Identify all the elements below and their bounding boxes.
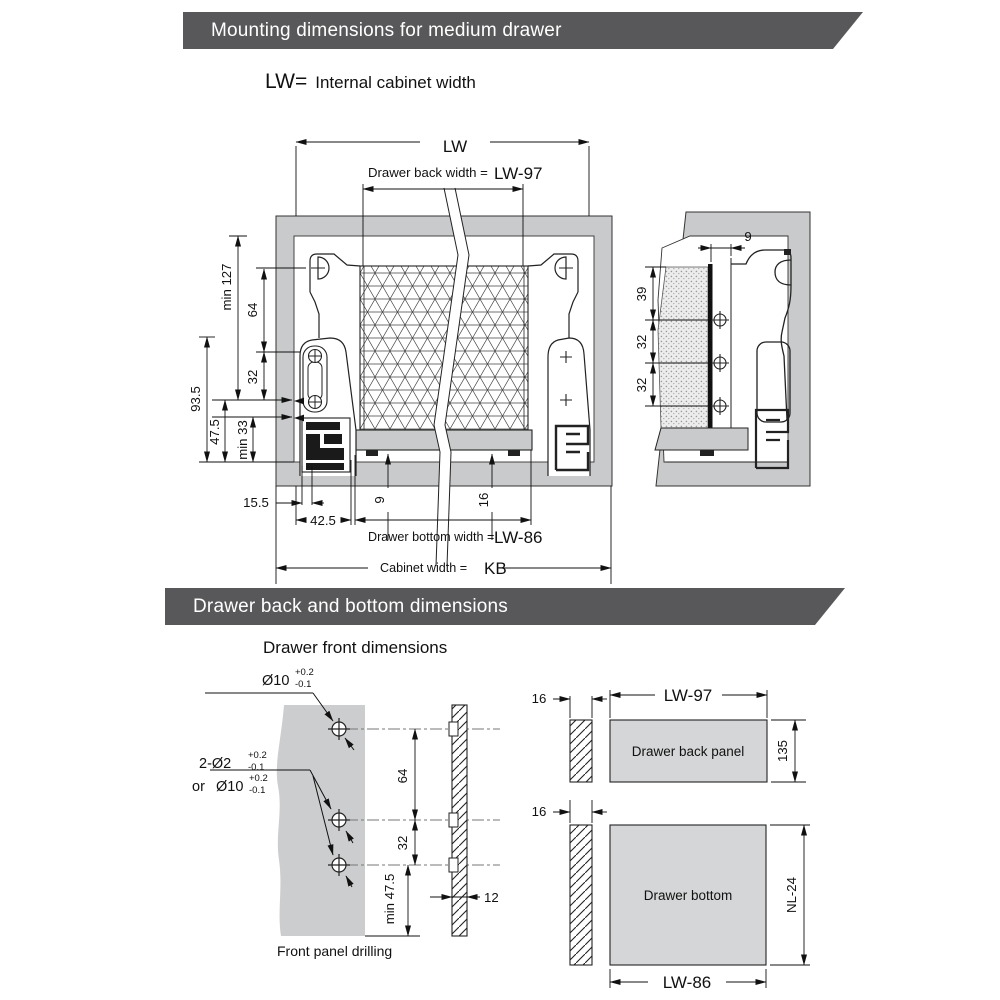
left-slide-runner	[294, 337, 357, 476]
label-or: or	[192, 779, 205, 795]
front-section-view: LW Drawer back width = LW-97 min 127 64 …	[188, 137, 613, 584]
drawer-side-profile	[731, 249, 792, 470]
label-or-dia10-tol-minus: -0.1	[249, 785, 265, 796]
right-corner-bracket	[527, 253, 579, 338]
dim-drill-32: 32	[395, 836, 410, 851]
label-2-dia2-tol-plus: +0.2	[248, 750, 267, 761]
dim-back-width-label: Drawer back width =	[368, 165, 488, 180]
label-2-dia2-tol-minus: -0.1	[248, 762, 264, 773]
dim-min33: min 33	[235, 420, 250, 460]
dim-lw: LW	[443, 137, 467, 156]
dim-back-16: 16	[532, 691, 547, 706]
dim-47-5: 47.5	[207, 419, 222, 445]
lw-definition: LW= Internal cabinet width	[265, 70, 476, 94]
dim-cabinet-width-value: KB	[484, 559, 507, 578]
label-2-dia2: 2-Ø2	[199, 756, 231, 772]
dim-back-135: 135	[775, 740, 790, 762]
dim-bottom-nl24: NL-24	[784, 877, 799, 913]
dim-93-5: 93.5	[188, 386, 203, 412]
dim-cabinet-width-label: Cabinet width =	[380, 561, 467, 575]
dim-64: 64	[245, 303, 260, 318]
back-panel-dimension-lines	[553, 690, 806, 783]
front-panel-stippled	[657, 266, 709, 429]
hole-centerlines	[346, 728, 500, 866]
dim-9: 9	[372, 496, 387, 503]
dim-42-5: 42.5	[310, 513, 336, 528]
slide-profile-detail	[554, 424, 590, 472]
bottom-panel-face	[609, 824, 767, 966]
panel-figures: 16 LW-97 Drawer back panel 135 16 Drawer…	[532, 686, 810, 992]
side-section-view: 9 39 32 32	[634, 211, 811, 487]
dim-side-9: 9	[744, 229, 751, 244]
dim-16: 16	[476, 493, 491, 508]
drilling-dimension-lines	[365, 728, 480, 937]
bottom-panel-dimension-lines	[553, 800, 810, 988]
banner-back-bottom-dimensions-text: Drawer back and bottom dimensions	[193, 595, 508, 617]
back-panel-edge-view	[569, 719, 593, 783]
dim-32: 32	[245, 370, 260, 385]
right-slide-runner	[547, 337, 591, 476]
drilling-figure-title: Drawer front dimensions	[263, 638, 448, 657]
back-panel-label: Drawer back panel	[632, 744, 745, 759]
dim-bottom-width-label: Drawer bottom width =	[368, 530, 494, 544]
panel-rear-face	[708, 264, 713, 428]
banner-back-bottom-dimensions: Drawer back and bottom dimensions	[165, 588, 845, 625]
hole-leader-lines	[205, 692, 355, 888]
dim-bottom-16: 16	[532, 804, 547, 819]
side-view-dimension-lines	[645, 244, 745, 407]
label-dia10: Ø10	[262, 673, 289, 689]
lw-description: Internal cabinet width	[315, 73, 476, 92]
bottom-panel-label: Drawer bottom	[644, 888, 733, 903]
banner-mounting-dimensions-text: Mounting dimensions for medium drawer	[211, 19, 562, 41]
label-dia10-tol-minus: -0.1	[295, 679, 311, 690]
banner-mounting-dimensions: Mounting dimensions for medium drawer	[183, 12, 863, 49]
front-panel-partial	[276, 705, 365, 936]
dim-side-32-upper: 32	[634, 335, 649, 350]
dim-min127: min 127	[219, 264, 234, 311]
front-view-dimension-lines	[199, 139, 612, 584]
label-dia10-tol-plus: +0.2	[295, 667, 314, 678]
dim-drill-12: 12	[484, 890, 499, 905]
dim-drill-min47-5: min 47.5	[382, 874, 397, 925]
dim-back-lw97: LW-97	[664, 686, 713, 705]
label-or-dia10: Ø10	[216, 779, 243, 795]
label-or-dia10-tol-plus: +0.2	[249, 773, 268, 784]
drilling-figure-caption: Front panel drilling	[277, 943, 393, 959]
back-panel-face	[609, 719, 768, 783]
lw-abbr: LW=	[265, 70, 308, 93]
side-drawer-bottom	[654, 427, 749, 451]
dim-side-32-lower: 32	[634, 378, 649, 393]
drilling-figure: Ø10 +0.2 -0.1 2-Ø2 +0.2 -0.1 or Ø10 +0.2…	[192, 667, 500, 937]
dim-back-width-value: LW-97	[494, 164, 543, 183]
left-corner-bracket	[309, 253, 361, 338]
mounting-holes	[711, 311, 729, 415]
bottom-panel-edge-view	[569, 824, 593, 966]
dim-side-39: 39	[634, 287, 649, 302]
slide-profile-detail-side	[754, 408, 790, 470]
dim-bottom-lw86: LW-86	[663, 973, 712, 992]
drill-holes	[328, 718, 350, 876]
dim-drill-64: 64	[395, 769, 410, 784]
dim-15-5: 15.5	[243, 495, 269, 510]
counterbore-notches	[448, 721, 459, 873]
dim-bottom-width-value: LW-86	[494, 528, 543, 547]
